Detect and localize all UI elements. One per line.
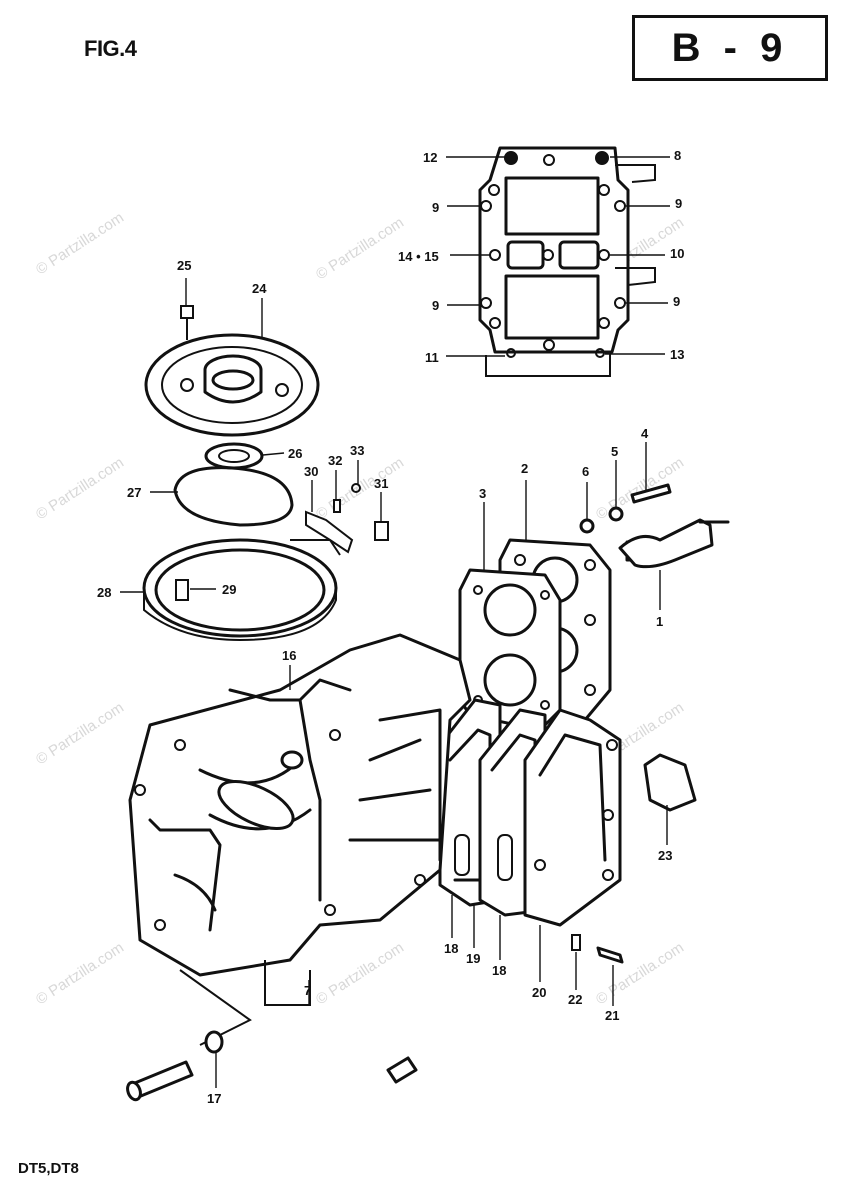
part-label-32: 32 — [328, 453, 342, 468]
part-label-7: 7 — [304, 983, 311, 998]
part-label-11: 11 — [425, 350, 439, 365]
part-label-5: 5 — [611, 444, 618, 459]
crankcase-drawing — [128, 633, 472, 1046]
leader-lines — [120, 156, 670, 1088]
part-label-16: 16 — [282, 648, 296, 663]
watermark: © Partzilla.com — [33, 699, 127, 768]
part-label-20: 20 — [532, 985, 546, 1000]
part-label-26: 26 — [288, 446, 302, 461]
part-label-9: 9 — [675, 196, 682, 211]
part-label-18: 18 — [444, 941, 458, 956]
part-label-28: 28 — [97, 585, 111, 600]
watermark: © Partzilla.com — [33, 454, 127, 523]
page-code-box: B - 9 — [632, 15, 828, 81]
part-label-8: 8 — [674, 148, 681, 163]
part-labels: 12 8 9 9 14 • 15 10 9 9 11 13 25 24 26 2… — [97, 148, 684, 1106]
part-label-14-15: 14 • 15 — [398, 249, 439, 264]
part-label-2: 2 — [521, 461, 528, 476]
page-code: B - 9 — [671, 25, 789, 70]
part-label-6: 6 — [582, 464, 589, 479]
fasteners-drawing — [126, 1030, 418, 1102]
part-label-17: 17 — [207, 1091, 221, 1106]
part-label-10: 10 — [670, 246, 684, 261]
watermark: © Partzilla.com — [593, 454, 687, 523]
part-label-19: 19 — [466, 951, 480, 966]
watermark: © Partzilla.com — [313, 214, 407, 283]
part-label-29: 29 — [222, 582, 236, 597]
part-label-18: 18 — [492, 963, 506, 978]
part-label-9: 9 — [673, 294, 680, 309]
part-label-13: 13 — [670, 347, 684, 362]
part-label-23: 23 — [658, 848, 672, 863]
model-label: DT5,DT8 — [18, 1160, 79, 1177]
part-label-4: 4 — [641, 426, 649, 441]
part-label-24: 24 — [252, 281, 267, 296]
part-label-3: 3 — [479, 486, 486, 501]
part-label-25: 25 — [177, 258, 191, 273]
part-label-27: 27 — [127, 485, 141, 500]
watermark: © Partzilla.com — [33, 939, 127, 1008]
part-label-21: 21 — [605, 1008, 619, 1023]
cover-assembly-drawing — [142, 305, 389, 642]
part-label-1: 1 — [656, 614, 663, 629]
part-label-30: 30 — [304, 464, 318, 479]
part-label-9: 9 — [432, 200, 439, 215]
part-label-31: 31 — [374, 476, 388, 491]
exhaust-cover-drawing — [438, 698, 697, 964]
figure-label: FIG.4 — [84, 36, 137, 61]
part-label-22: 22 — [568, 992, 582, 1007]
intake-gasket-drawing — [478, 146, 656, 377]
part-label-9: 9 — [432, 298, 439, 313]
part-label-12: 12 — [423, 150, 437, 165]
part-label-33: 33 — [350, 443, 364, 458]
watermark: © Partzilla.com — [313, 939, 407, 1008]
cylinder-head-drawing — [458, 483, 730, 732]
watermark: © Partzilla.com — [33, 209, 127, 278]
